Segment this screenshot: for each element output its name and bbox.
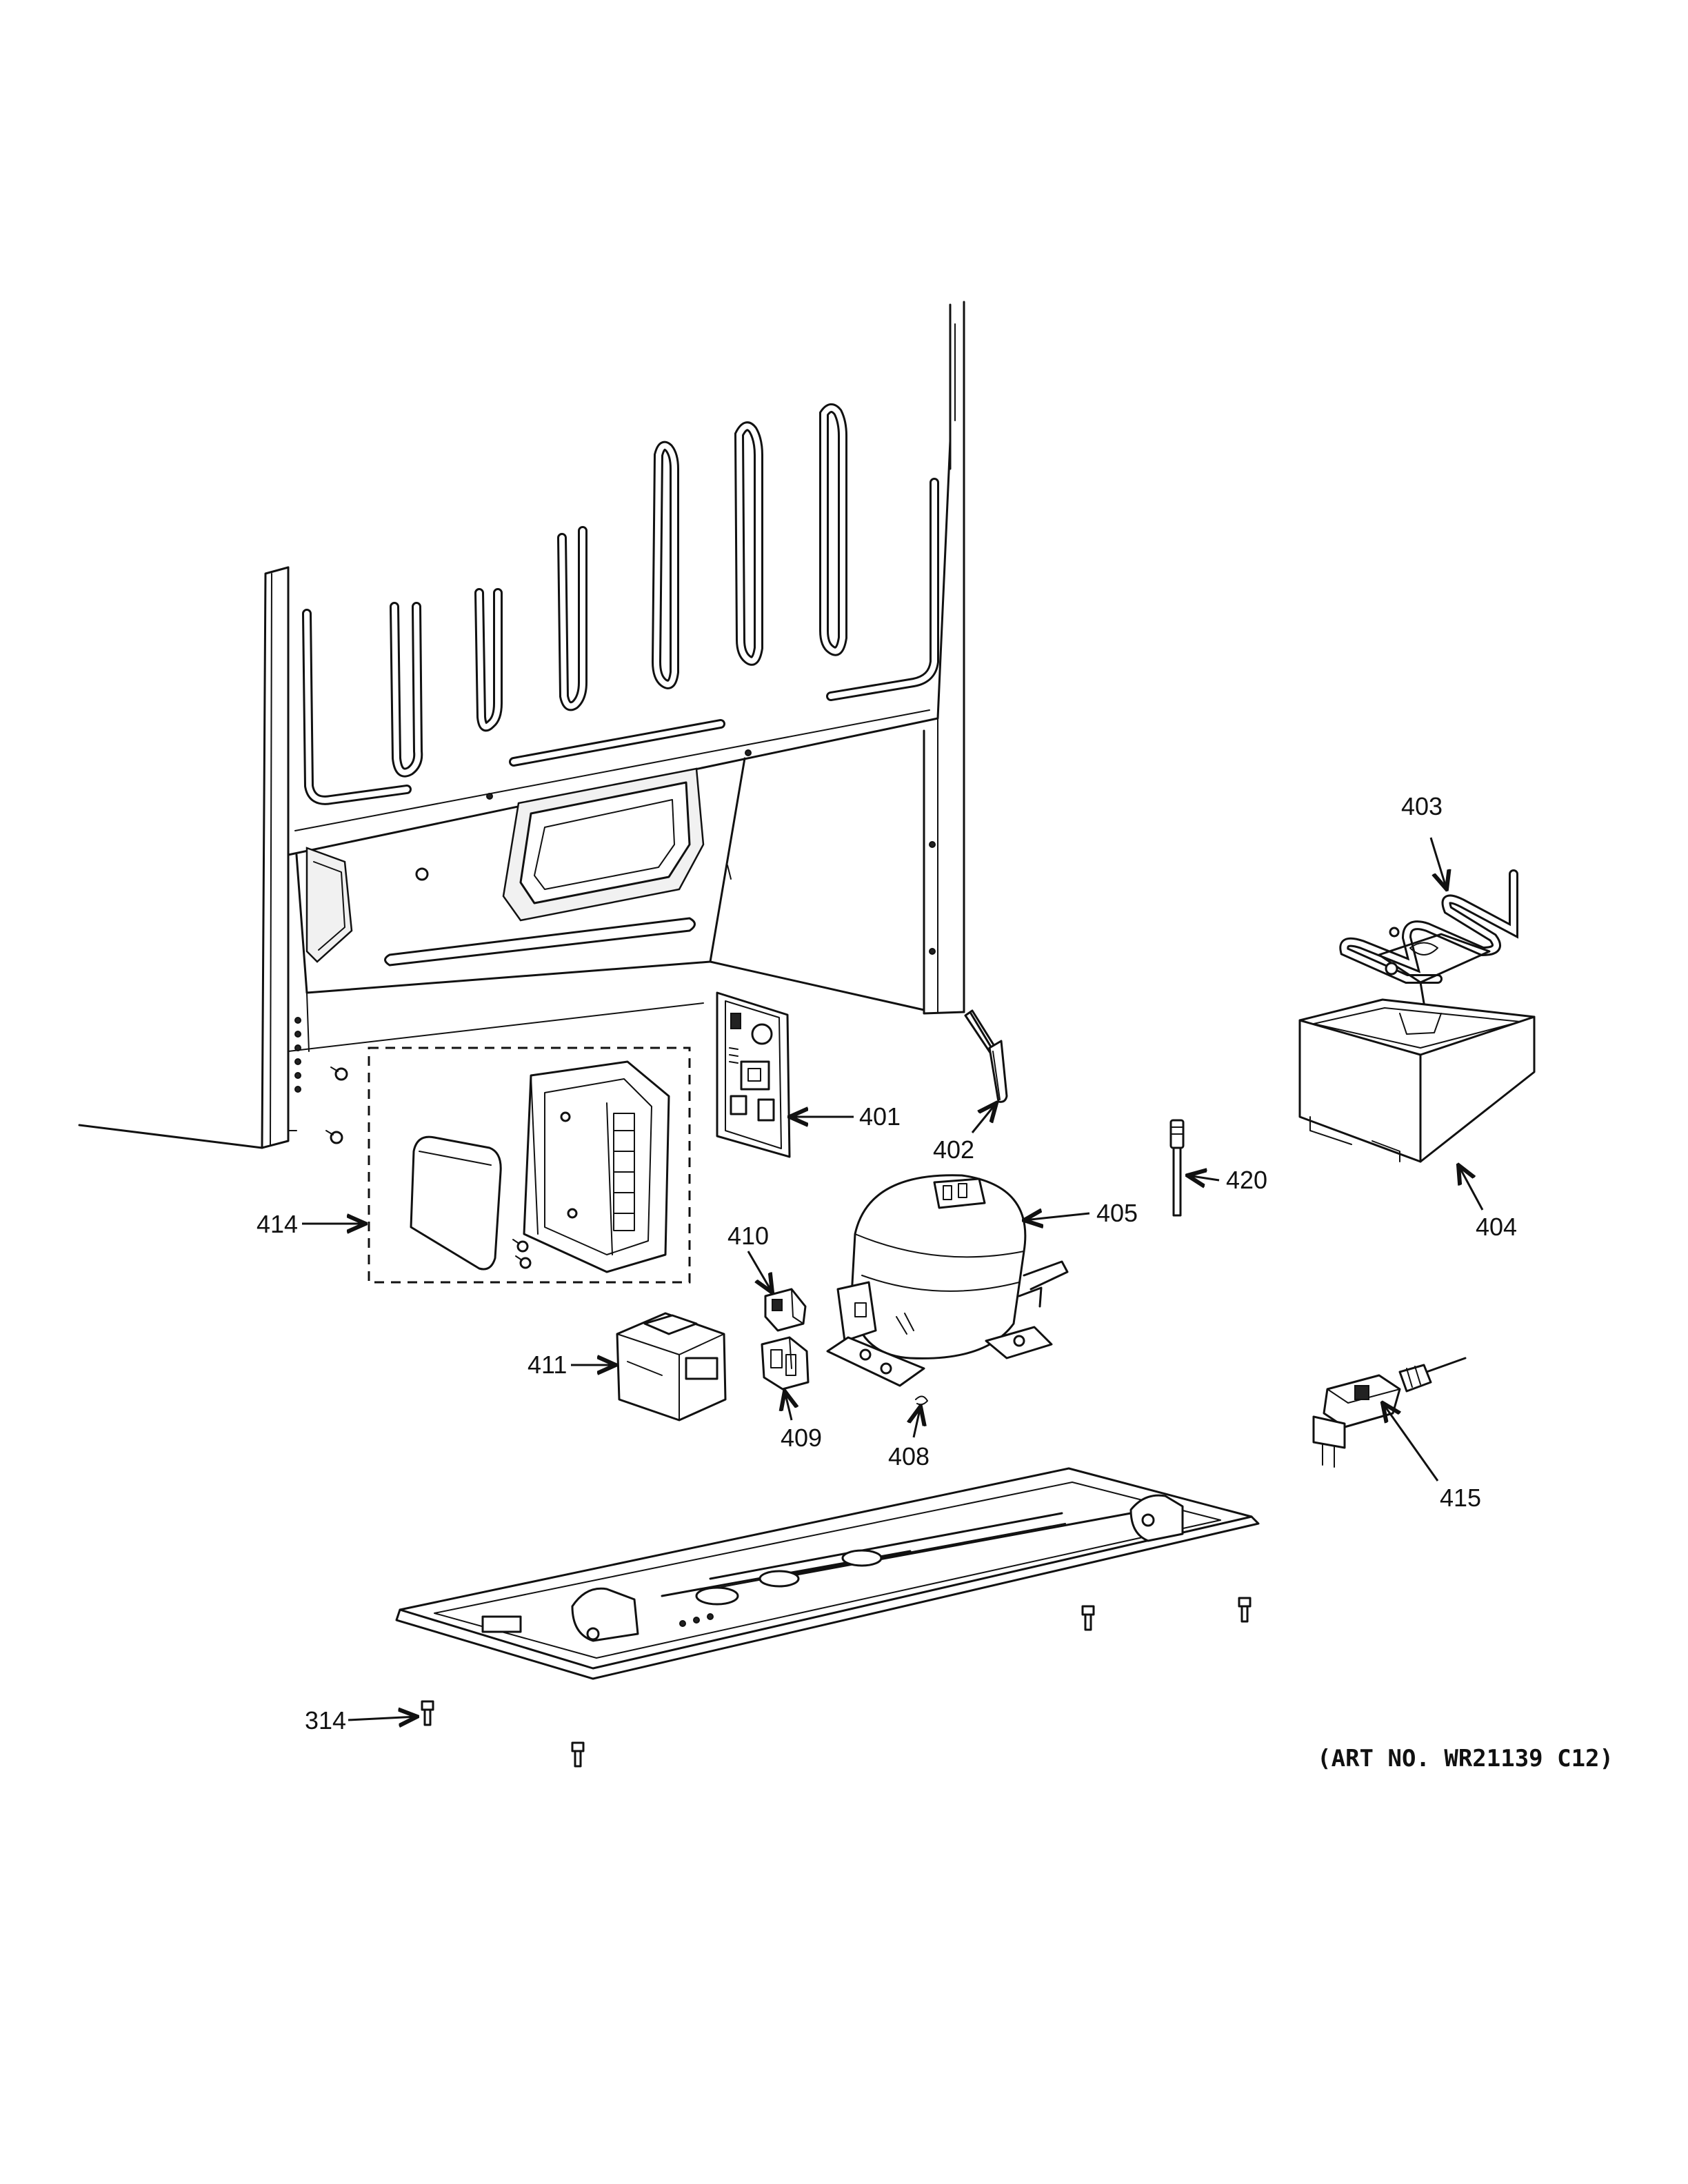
drain-pan[interactable] <box>1298 998 1536 1163</box>
screw-icon <box>421 1700 434 1726</box>
overload-protector[interactable] <box>764 1288 807 1332</box>
leader-lines <box>302 837 1484 1720</box>
screw-icon <box>515 1255 532 1269</box>
callout-402: 402 <box>933 1135 974 1164</box>
base-pan[interactable] <box>395 1467 1260 1680</box>
callout-404: 404 <box>1476 1213 1517 1241</box>
callout-405: 405 <box>1096 1199 1138 1227</box>
clip[interactable] <box>915 1395 928 1406</box>
control-board[interactable] <box>716 991 791 1158</box>
control-box-assembly[interactable] <box>325 1046 691 1284</box>
inverter-board[interactable] <box>616 1312 727 1422</box>
art-number: (ART NO. WR21139 C12) <box>1317 1745 1614 1772</box>
callout-409: 409 <box>781 1424 822 1452</box>
capillary-tube[interactable] <box>1169 1119 1185 1217</box>
callout-403: 403 <box>1401 792 1443 820</box>
callout-401: 401 <box>859 1102 901 1131</box>
cabinet-back <box>78 301 965 1149</box>
callout-408: 408 <box>888 1442 930 1470</box>
callout-414: 414 <box>257 1210 298 1238</box>
thermistor[interactable] <box>964 1009 1008 1103</box>
callout-labels: 401 402 403 404 405 408 409 410 411 414 … <box>257 792 1517 1735</box>
screw-icon <box>1081 1605 1095 1631</box>
screw-icon <box>325 1130 343 1144</box>
callout-420: 420 <box>1226 1166 1267 1194</box>
screw-icon <box>571 1741 585 1768</box>
screw-icon <box>1238 1597 1252 1623</box>
start-relay[interactable] <box>761 1336 810 1391</box>
screw-icon <box>512 1239 529 1253</box>
callout-410: 410 <box>727 1222 769 1250</box>
compressor[interactable] <box>826 1174 1069 1387</box>
callout-314: 314 <box>305 1706 346 1735</box>
callout-411: 411 <box>528 1351 567 1379</box>
callout-415: 415 <box>1440 1484 1481 1512</box>
drain-heater[interactable] <box>1339 869 1518 1046</box>
power-cord-connector[interactable] <box>1312 1357 1467 1468</box>
screw-icon <box>330 1066 348 1081</box>
